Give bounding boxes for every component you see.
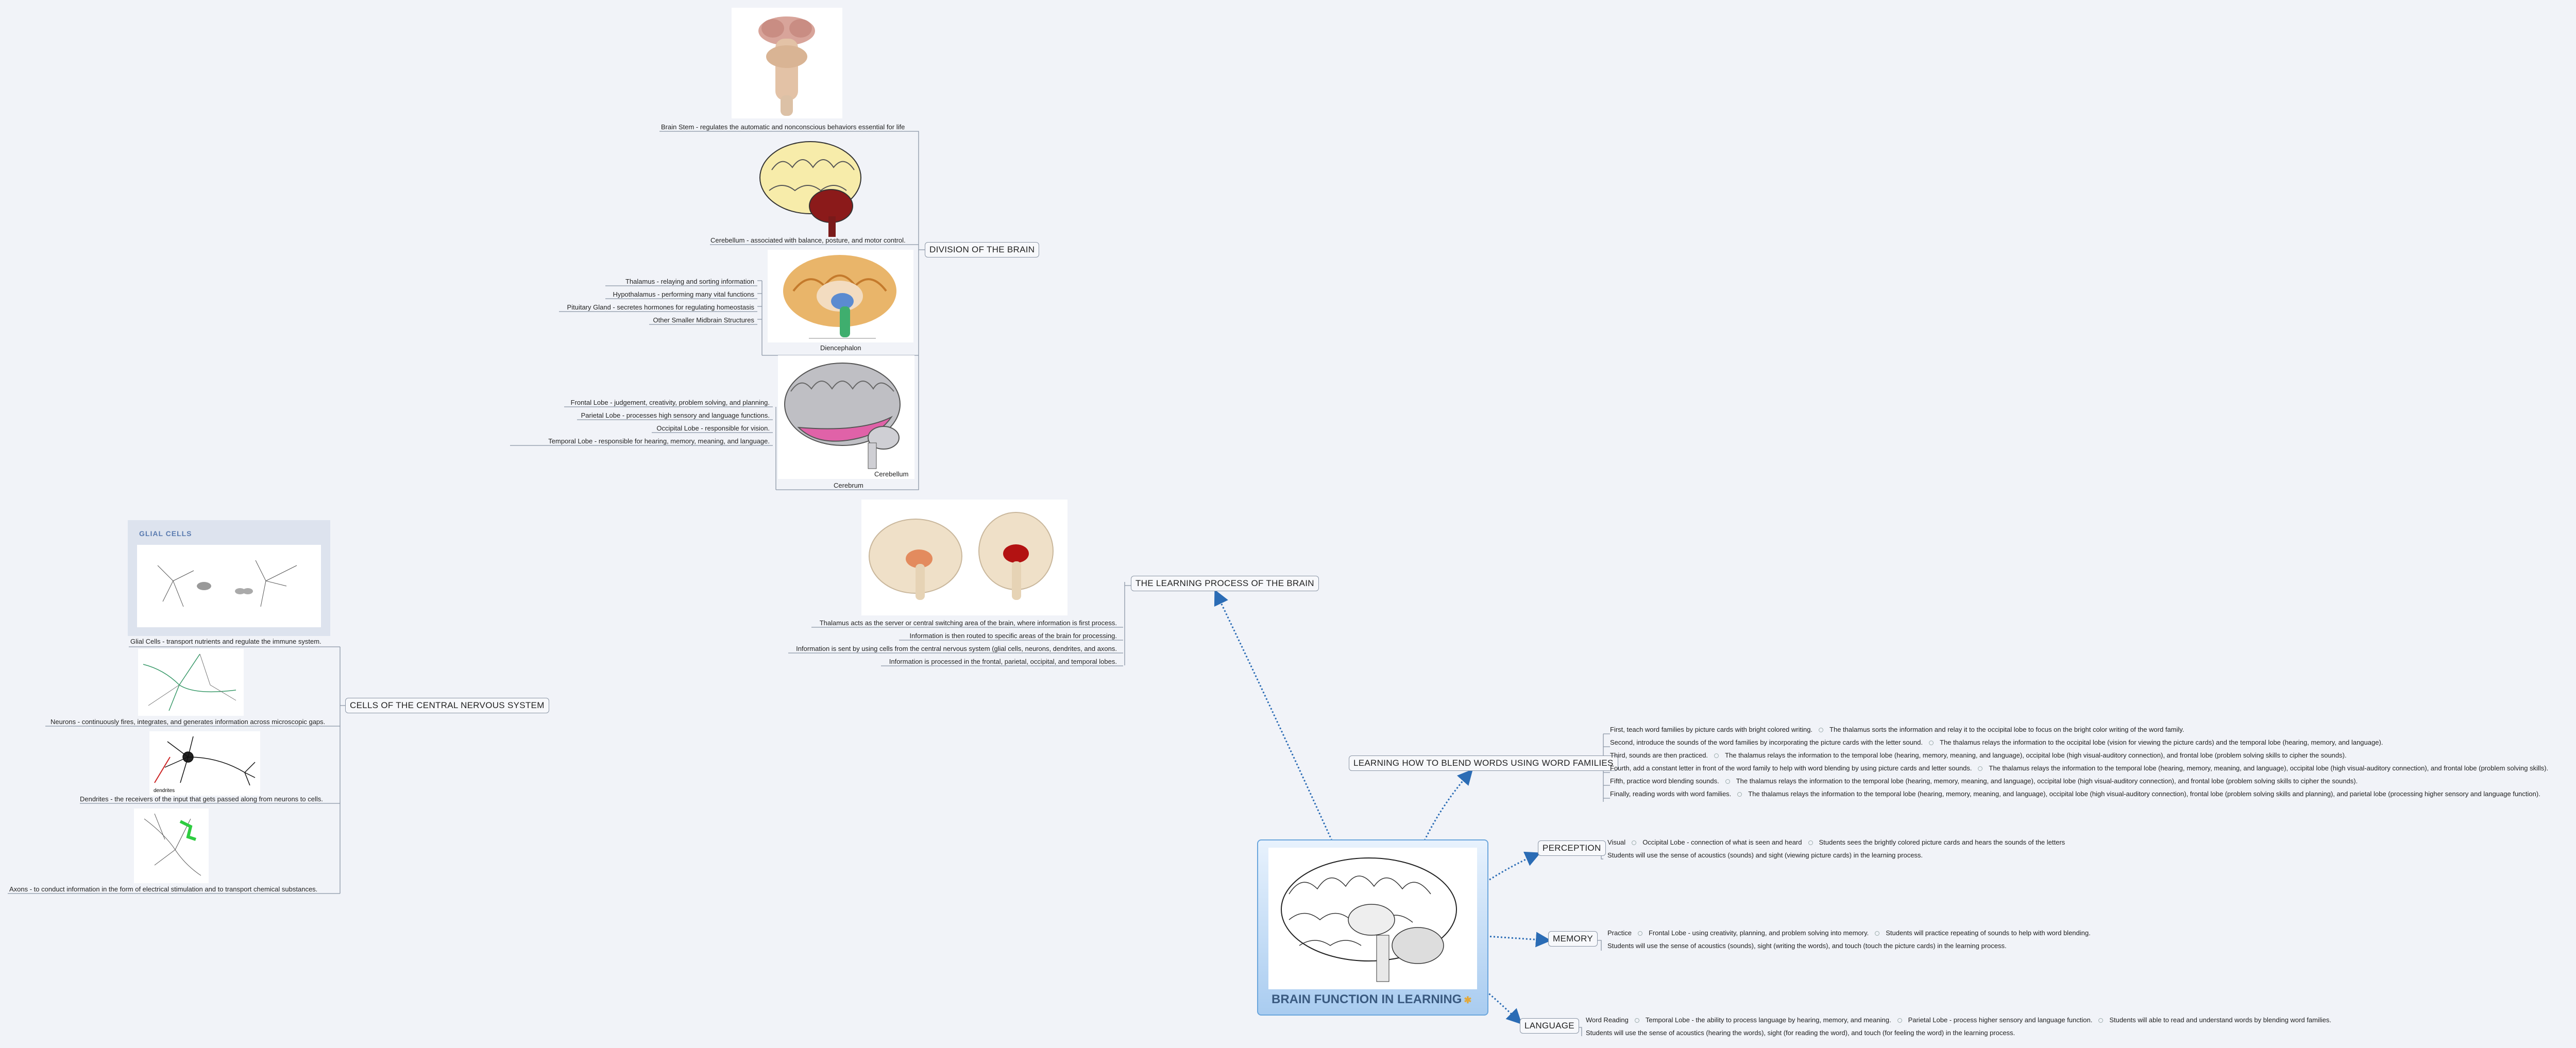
glial-cells-image: GLIAL CELLS — [128, 520, 330, 636]
learning-process-item-1: Thalamus acts as the server or central s… — [819, 619, 1117, 627]
central-brain-image — [1268, 848, 1477, 989]
blend-row-1: First, teach word families by picture ca… — [1610, 726, 2184, 733]
division-of-brain-topic[interactable]: DIVISION OF THE BRAIN — [925, 242, 1040, 257]
parietal-lobe-item: Parietal Lobe - processes high sensory a… — [581, 411, 770, 419]
star-icon: ✱ — [1464, 995, 1472, 1005]
svg-text:dendrites: dendrites — [154, 788, 175, 794]
glial-cells-header: GLIAL CELLS — [139, 529, 192, 538]
blend-row-6: Finally, reading words with word familie… — [1610, 790, 2540, 798]
cerebellum-label: Cerebellum - associated with balance, po… — [710, 236, 906, 244]
blend-row-4: Fourth, add a constant letter in front o… — [1610, 764, 2549, 772]
dendrites-image: dendrites — [149, 731, 260, 796]
axons-image — [134, 809, 209, 883]
learning-process-item-3: Information is sent by using cells from … — [796, 645, 1117, 652]
pituitary-item: Pituitary Gland - secretes hormones for … — [567, 303, 754, 311]
cerebrum-image — [778, 355, 914, 479]
cerebrum-label: Cerebrum — [834, 482, 863, 489]
blend-row-5: Fifth, practice word blending sounds.The… — [1610, 777, 2358, 785]
blend-row-3: Third, sounds are then practiced.The tha… — [1610, 751, 2347, 759]
neurons-image — [138, 649, 244, 716]
central-topic[interactable]: BRAIN FUNCTION IN LEARNING✱ — [1257, 839, 1488, 1016]
brain-stem-image — [732, 8, 842, 118]
diencephalon-label: Diencephalon — [820, 344, 861, 352]
memory-row-2: Students will use the sense of acoustics… — [1607, 942, 2007, 950]
thalamus-item: Thalamus - relaying and sorting informat… — [625, 278, 754, 285]
blend-topic[interactable]: LEARNING HOW TO BLEND WORDS USING WORD F… — [1349, 755, 1618, 771]
hypothalamus-item: Hypothalamus - performing many vital fun… — [613, 290, 754, 298]
cells-topic[interactable]: CELLS OF THE CENTRAL NERVOUS SYSTEM — [345, 698, 549, 713]
axons-label: Axons - to conduct information in the fo… — [9, 885, 318, 893]
glial-cells-label: Glial Cells - transport nutrients and re… — [130, 638, 321, 645]
cerebellum-image — [756, 134, 867, 239]
temporal-lobe-item: Temporal Lobe - responsible for hearing,… — [548, 437, 770, 445]
cerebrum-image-cerebellum-label: Cerebellum — [874, 470, 909, 478]
midbrain-item: Other Smaller Midbrain Structures — [653, 316, 754, 324]
central-title: BRAIN FUNCTION IN LEARNING✱ — [1272, 992, 1471, 1007]
diencephalon-image — [768, 250, 913, 342]
blend-row-2: Second, introduce the sounds of the word… — [1610, 738, 2383, 746]
learning-process-item-4: Information is processed in the frontal,… — [889, 658, 1117, 665]
learning-process-topic[interactable]: THE LEARNING PROCESS OF THE BRAIN — [1131, 576, 1319, 591]
neurons-label: Neurons - continuously fires, integrates… — [50, 718, 326, 726]
perception-row-2: Students will use the sense of acoustics… — [1607, 851, 1923, 859]
occipital-lobe-item: Occipital Lobe - responsible for vision. — [656, 424, 770, 432]
memory-topic[interactable]: MEMORY — [1548, 931, 1598, 947]
dendrites-label: Dendrites - the receivers of the input t… — [80, 795, 323, 803]
perception-topic[interactable]: PERCEPTION — [1538, 840, 1606, 856]
learning-process-item-2: Information is then routed to specific a… — [909, 632, 1117, 640]
frontal-lobe-item: Frontal Lobe - judgement, creativity, pr… — [570, 399, 770, 406]
language-row-2: Students will use the sense of acoustics… — [1586, 1029, 2015, 1037]
language-topic[interactable]: LANGUAGE — [1520, 1018, 1579, 1034]
central-title-text: BRAIN FUNCTION IN LEARNING — [1272, 992, 1462, 1006]
learning-process-image — [861, 500, 1067, 615]
brain-stem-label: Brain Stem - regulates the automatic and… — [661, 123, 905, 131]
